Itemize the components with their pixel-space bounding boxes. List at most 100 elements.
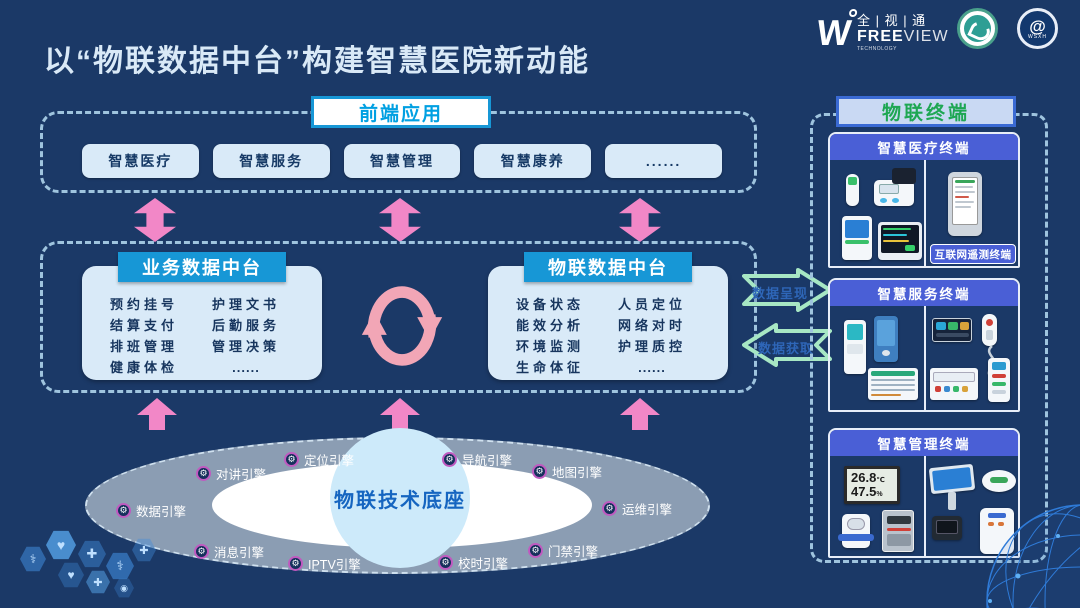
water-meter-pipe [838,534,874,541]
display-tile [960,322,969,330]
engine-icon: ⚙ [438,555,453,570]
service-terminal-title: 智慧服务终端 [830,280,1018,306]
engine-icon: ⚙ [528,543,543,558]
watch-screen [936,520,958,534]
info-board-row [871,389,915,391]
service-handheld-device [874,316,898,362]
info-board-row [871,394,901,396]
waveform-line [883,234,907,236]
wsxh-label: WSXH [1028,33,1047,40]
handset-grille [986,330,993,340]
medical-hexagon-icon: ♥ [46,530,76,560]
frontend-header: 前端应用 [311,96,491,128]
engine-time-sync: ⚙校时引擎 [438,553,508,572]
bp-button [880,198,887,203]
updown-arrow-icon [618,198,662,242]
medical-hexagon-icon: ⚕ [106,552,134,580]
association-badge-green [957,8,998,49]
locator-led [998,522,1004,526]
data-present-label: 数据呈现 [752,286,809,301]
kiosk-device [844,320,866,374]
medical-hexagon-icon: ◉ [114,578,134,598]
page-title: 以“物联数据中台”构建智慧医院新动能 [44,45,590,78]
panel-key [935,386,941,392]
service-terminal-card: 智慧服务终端 [828,278,1020,412]
panel-key [944,386,950,392]
at-symbol-icon: @ [1029,16,1046,36]
iot-items-col2: 人员定位 网络对时 护理质控 ...... [618,297,687,375]
bedside-call-panel-device [930,368,978,400]
card-divider [924,160,926,266]
engine-icon: ⚙ [532,464,547,479]
iot-items-col1: 设备状态 能效分析 环境监测 生命体征 [516,297,585,375]
card-divider [924,306,926,410]
display-tile [948,322,958,330]
engine-icon: ⚙ [442,452,457,467]
app-smart-service: 智慧服务 [212,144,330,178]
business-items-col2: 护理文书 后勤服务 管理决策 ...... [212,297,281,375]
wifi-ap-device [982,470,1016,492]
bp-button [892,198,899,203]
freeview-logo-mark: W [815,9,858,53]
engine-icon: ⚙ [116,503,131,518]
frontend-app-buttons: 智慧医疗 智慧服务 智慧管理 智慧康养 ...... [82,144,722,178]
screen-row [955,196,969,198]
thermometer-device [846,174,859,206]
power-meter-screen [887,516,911,524]
bp-monitor-screen [879,184,899,194]
engine-navigation: ⚙导航引擎 [442,450,512,469]
kiosk-stand [948,492,956,510]
engine-icon: ⚙ [288,556,303,571]
freeview-logo-text: 全 | 视 | 通 FREEVIEW TECHNOLOGY [856,13,949,52]
screen-row [955,186,973,188]
waveform-line [883,240,909,242]
screen-row [955,191,975,193]
engine-operations: ⚙运维引擎 [602,499,672,518]
freeview-chinese-name: 全 | 视 | 通 [856,13,927,29]
association-badge-blue: @ WSXH [1017,8,1058,49]
up-arrow-icon [380,398,420,430]
data-acquire-label: 数据获取 [758,341,815,356]
screen-row [955,206,971,208]
power-meter-terminals [887,534,911,546]
screen-row [955,201,974,203]
green-badge-emblem-icon [964,15,991,42]
freeview-technology-label: TECHNOLOGY [856,45,897,52]
screen-row [955,180,975,183]
app-smart-management: 智慧管理 [343,144,461,178]
panel-key [962,386,968,392]
medical-hexagon-icon: ⚕ [20,546,46,572]
iot-base-core: 物联技术底座 [330,428,470,568]
up-arrow-icon [620,398,660,430]
iot-platform-header: 物联数据中台 [524,252,692,282]
thermo-hygrometer-device: 26.8℃ 47.5% [844,466,900,504]
medical-hexagon-icon: ✚ [78,540,106,568]
panel-row [933,372,975,382]
business-platform-card: 预约挂号 结算支付 排班管理 健康体检 护理文书 后勤服务 管理决策 .....… [82,266,322,380]
data-present-arrow-icon [742,268,832,312]
power-meter-device [882,510,914,552]
medical-hexagon-icon: ♥ [58,562,84,588]
medical-hexagon-icon: ✚ [132,538,156,562]
call-handset-device [982,314,997,346]
spot-monitor-screen [845,220,869,238]
engine-icon: ⚙ [196,466,211,481]
engine-map: ⚙地图引擎 [532,462,602,481]
bp-monitor-device [874,180,914,206]
management-terminal-title: 智慧管理终端 [830,430,1018,456]
app-more: ...... [605,144,722,178]
locator-led [988,522,994,526]
kiosk-screen [932,467,972,491]
engine-icon: ⚙ [284,452,299,467]
temperature-readout: 26.8℃ [851,470,885,485]
power-meter-row [887,528,911,531]
water-meter-dial [847,518,865,530]
locator-slot [988,513,1006,518]
thermometer-screen [848,177,857,185]
telemetry-terminal-label: 互联网遥测终端 [930,244,1016,264]
app-smart-wellness: 智慧康养 [474,144,592,178]
engine-iptv: ⚙IPTV引擎 [288,554,361,573]
door-panel-slot [992,390,1006,394]
telemetry-screen [952,177,978,225]
